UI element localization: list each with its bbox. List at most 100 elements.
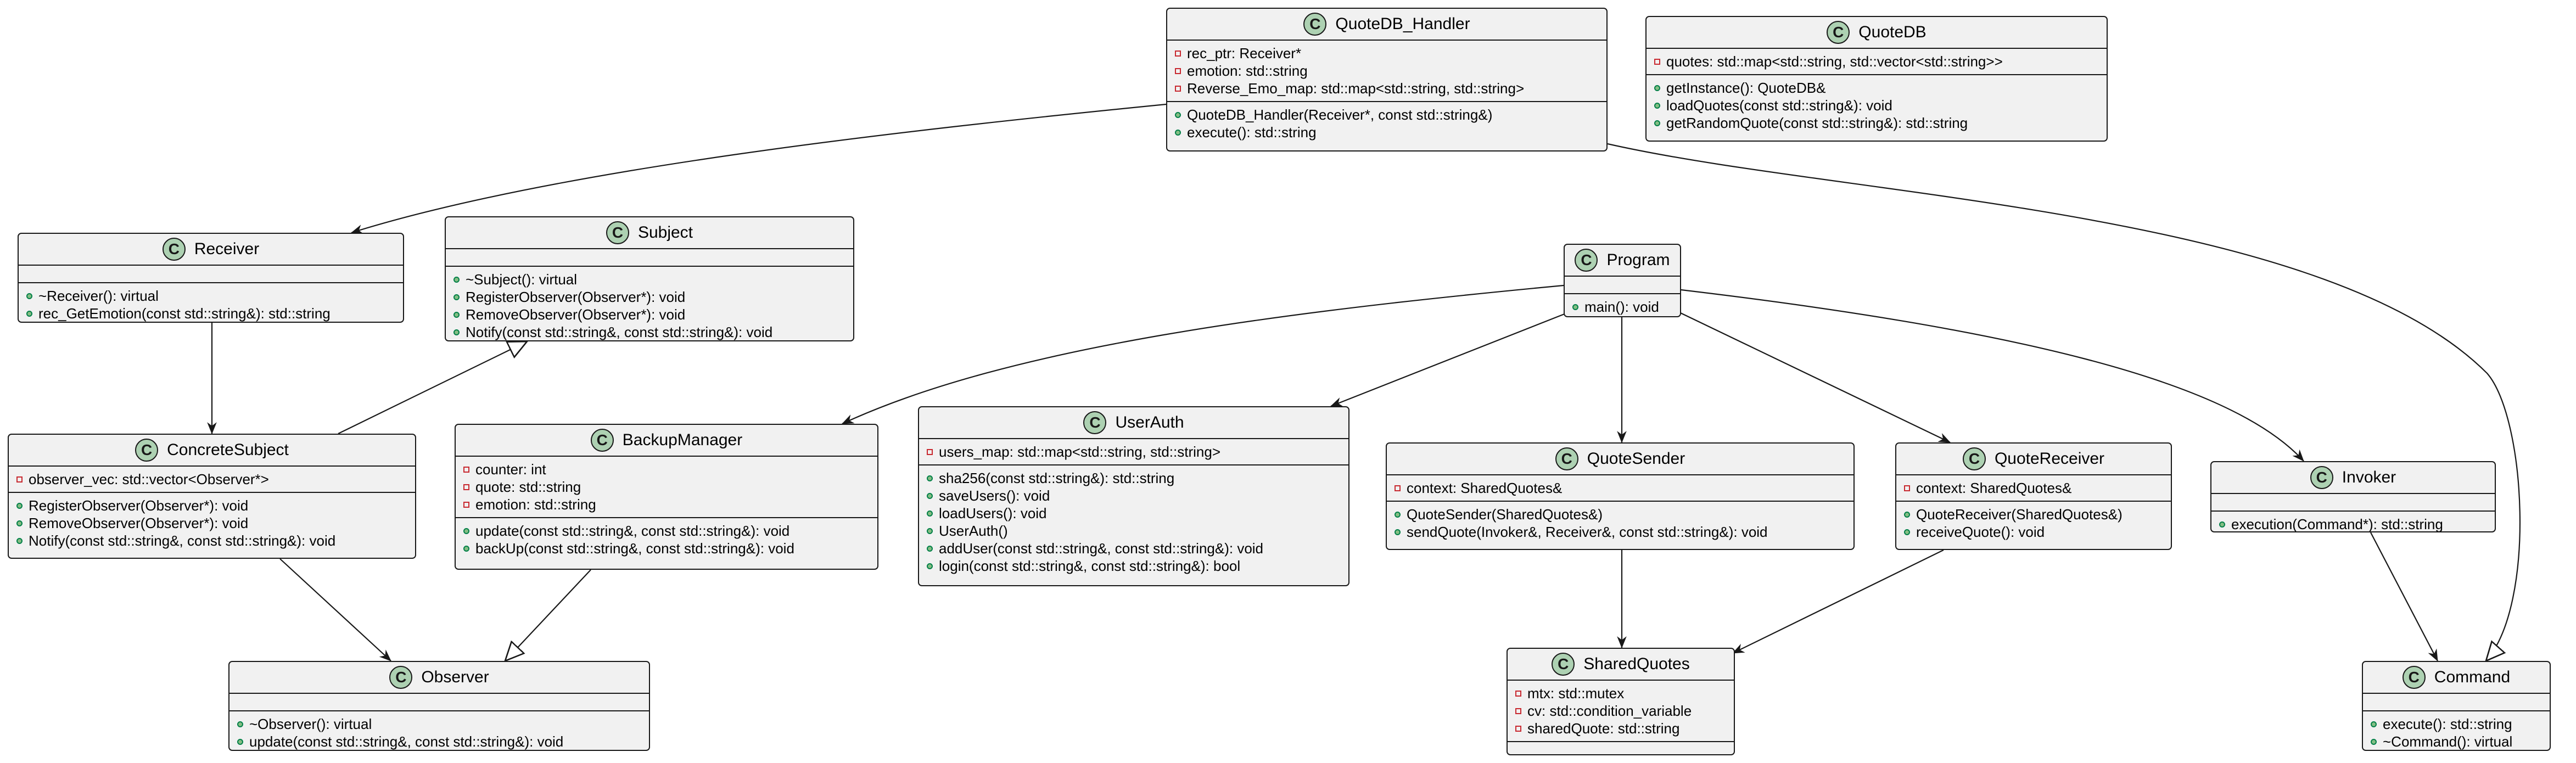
method-signature: UserAuth() [939, 522, 1008, 539]
public-circle-icon [453, 276, 460, 283]
methods-section [1508, 742, 1734, 754]
field-signature: emotion: std::string [1187, 62, 1308, 79]
fields-section [2211, 494, 2495, 512]
field-row: quotes: std::map<std::string, std::vecto… [1654, 53, 2107, 70]
relation-invoker-to-command [2370, 532, 2438, 661]
class-quotedb-handler: C QuoteDB_Handler rec_ptr: Receiver*emotio… [1166, 8, 1608, 152]
public-circle-icon [16, 502, 23, 509]
class-c-circle-icon: C [1575, 249, 1598, 272]
method-signature: loadUsers(): void [939, 504, 1047, 521]
method-row: update(const std::string&, const std::st… [237, 733, 649, 750]
method-row: QuoteReceiver(SharedQuotes&) [1904, 506, 2171, 523]
public-circle-icon [2371, 721, 2377, 727]
class-c-circle-icon: C [162, 238, 186, 261]
method-signature: update(const std::string&, const std::st… [475, 522, 790, 539]
method-signature: getRandomQuote(const std::string&): std:… [1666, 114, 1968, 131]
method-row: execute(): std::string [1175, 124, 1606, 141]
methods-section: QuoteDB_Handler(Receiver*, const std::st… [1167, 102, 1606, 145]
method-signature: QuoteDB_Handler(Receiver*, const std::st… [1187, 106, 1493, 123]
method-row: addUser(const std::string&, const std::s… [927, 540, 1348, 557]
class-name: ConcreteSubject [167, 441, 289, 459]
method-signature: addUser(const std::string&, const std::s… [939, 540, 1264, 557]
method-row: rec_GetEmotion(const std::string&): std:… [26, 305, 403, 322]
public-circle-icon [927, 563, 933, 569]
class-c-circle-icon: C [1827, 21, 1850, 44]
method-row: execution(Command*): std::string [2219, 515, 2495, 531]
method-signature: ~Observer(): virtual [249, 715, 372, 732]
field-signature: emotion: std::string [475, 496, 596, 513]
public-circle-icon [927, 528, 933, 534]
field-row: observer_vec: std::vector<Observer*> [16, 470, 415, 488]
private-square-icon [463, 501, 469, 508]
private-square-icon [463, 466, 469, 473]
class-c-circle-icon: C [1555, 447, 1578, 470]
fields-section [19, 266, 403, 283]
methods-section: getInstance(): QuoteDB&loadQuotes(const … [1647, 75, 2107, 136]
methods-section: execute(): std::string~Command(): virtua… [2363, 711, 2550, 750]
method-row: backUp(const std::string&, const std::st… [463, 540, 877, 557]
method-row: QuoteDB_Handler(Receiver*, const std::st… [1175, 106, 1606, 124]
field-signature: context: SharedQuotes& [1407, 479, 1563, 496]
method-signature: Notify(const std::string&, const std::st… [466, 323, 773, 340]
public-circle-icon [453, 329, 460, 335]
method-signature: saveUsers(): void [939, 487, 1050, 504]
relation-program-to-invoker [1681, 289, 2304, 462]
methods-section: execution(Command*): std::string [2211, 512, 2495, 531]
public-circle-icon [16, 537, 23, 544]
public-circle-icon [1654, 102, 1660, 109]
field-signature: quote: std::string [475, 478, 581, 495]
method-row: ~Observer(): virtual [237, 715, 649, 733]
field-signature: mtx: std::mutex [1527, 685, 1625, 702]
field-row: rec_ptr: Receiver* [1175, 44, 1606, 62]
field-signature: counter: int [475, 461, 546, 478]
relation-program-to-quotereceiver [1668, 307, 1951, 443]
method-signature: RemoveObserver(Observer*): void [29, 514, 249, 531]
method-row: RemoveObserver(Observer*): void [16, 514, 415, 532]
public-circle-icon [453, 311, 460, 318]
private-square-icon [16, 476, 23, 483]
method-signature: ~Command(): virtual [2383, 733, 2513, 750]
field-row: Reverse_Emo_map: std::map<std::string, s… [1175, 80, 1606, 97]
method-signature: sha256(const std::string&): std::string [939, 469, 1175, 486]
class-name: BackupManager [622, 431, 743, 449]
relation-backupmanager-to-observer [505, 569, 591, 661]
methods-section: QuoteReceiver(SharedQuotes&)receiveQuote… [1896, 502, 2171, 545]
method-row: RemoveObserver(Observer*): void [453, 306, 853, 323]
method-row: ~Subject(): virtual [453, 271, 853, 288]
method-row: ~Command(): virtual [2371, 733, 2550, 750]
fields-section [2363, 694, 2550, 711]
field-row: counter: int [463, 461, 877, 478]
private-square-icon [463, 484, 469, 490]
method-row: Notify(const std::string&, const std::st… [453, 323, 853, 340]
class-c-circle-icon: C [2402, 666, 2426, 689]
class-c-circle-icon: C [1303, 13, 1327, 36]
method-row: ~Receiver(): virtual [26, 287, 403, 305]
public-circle-icon [927, 475, 933, 481]
method-signature: main(): void [1584, 298, 1659, 315]
class-c-circle-icon: C [606, 221, 629, 244]
class-name: Observer [421, 668, 489, 686]
method-row: loadQuotes(const std::string&): void [1654, 97, 2107, 114]
fields-section: users_map: std::map<std::string, std::st… [919, 439, 1348, 465]
class-name: QuoteReceiver [1994, 450, 2105, 468]
public-circle-icon [927, 545, 933, 552]
fields-section [1565, 277, 1680, 294]
private-square-icon [1654, 58, 1660, 65]
field-row: emotion: std::string [463, 496, 877, 513]
class-name: QuoteDB_Handler [1335, 15, 1470, 33]
public-circle-icon [1175, 129, 1181, 136]
